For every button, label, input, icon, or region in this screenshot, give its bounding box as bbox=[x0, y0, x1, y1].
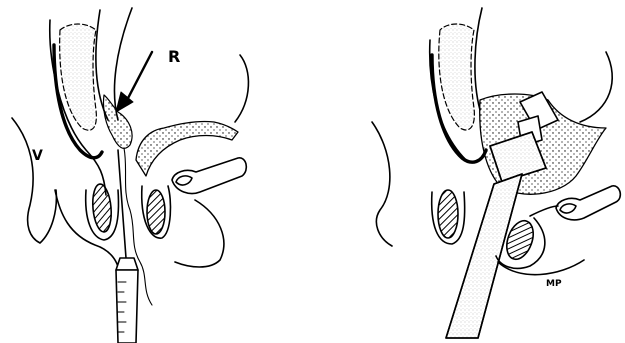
stippled-body-right bbox=[439, 24, 475, 130]
perineum-outline bbox=[175, 200, 224, 267]
hatched-oval-left-r bbox=[438, 190, 458, 238]
arrow-indicator bbox=[116, 52, 152, 112]
label-v: V bbox=[32, 148, 43, 164]
peritoneal-curve-right bbox=[580, 52, 612, 122]
label-r: R bbox=[168, 47, 180, 66]
right-panel bbox=[372, 8, 620, 338]
hatched-oval-left bbox=[91, 183, 113, 232]
rectal-wall-inner-right bbox=[475, 8, 482, 110]
syringe bbox=[116, 258, 138, 343]
left-panel bbox=[12, 8, 248, 343]
vagina-outline-right bbox=[372, 122, 392, 246]
signature: MP bbox=[546, 279, 562, 289]
finger-line-right bbox=[530, 206, 558, 216]
hatched-oval-right bbox=[147, 190, 165, 234]
peritoneal-curve bbox=[235, 55, 248, 122]
vagina-outline bbox=[12, 118, 56, 243]
examining-finger-right bbox=[556, 186, 620, 220]
